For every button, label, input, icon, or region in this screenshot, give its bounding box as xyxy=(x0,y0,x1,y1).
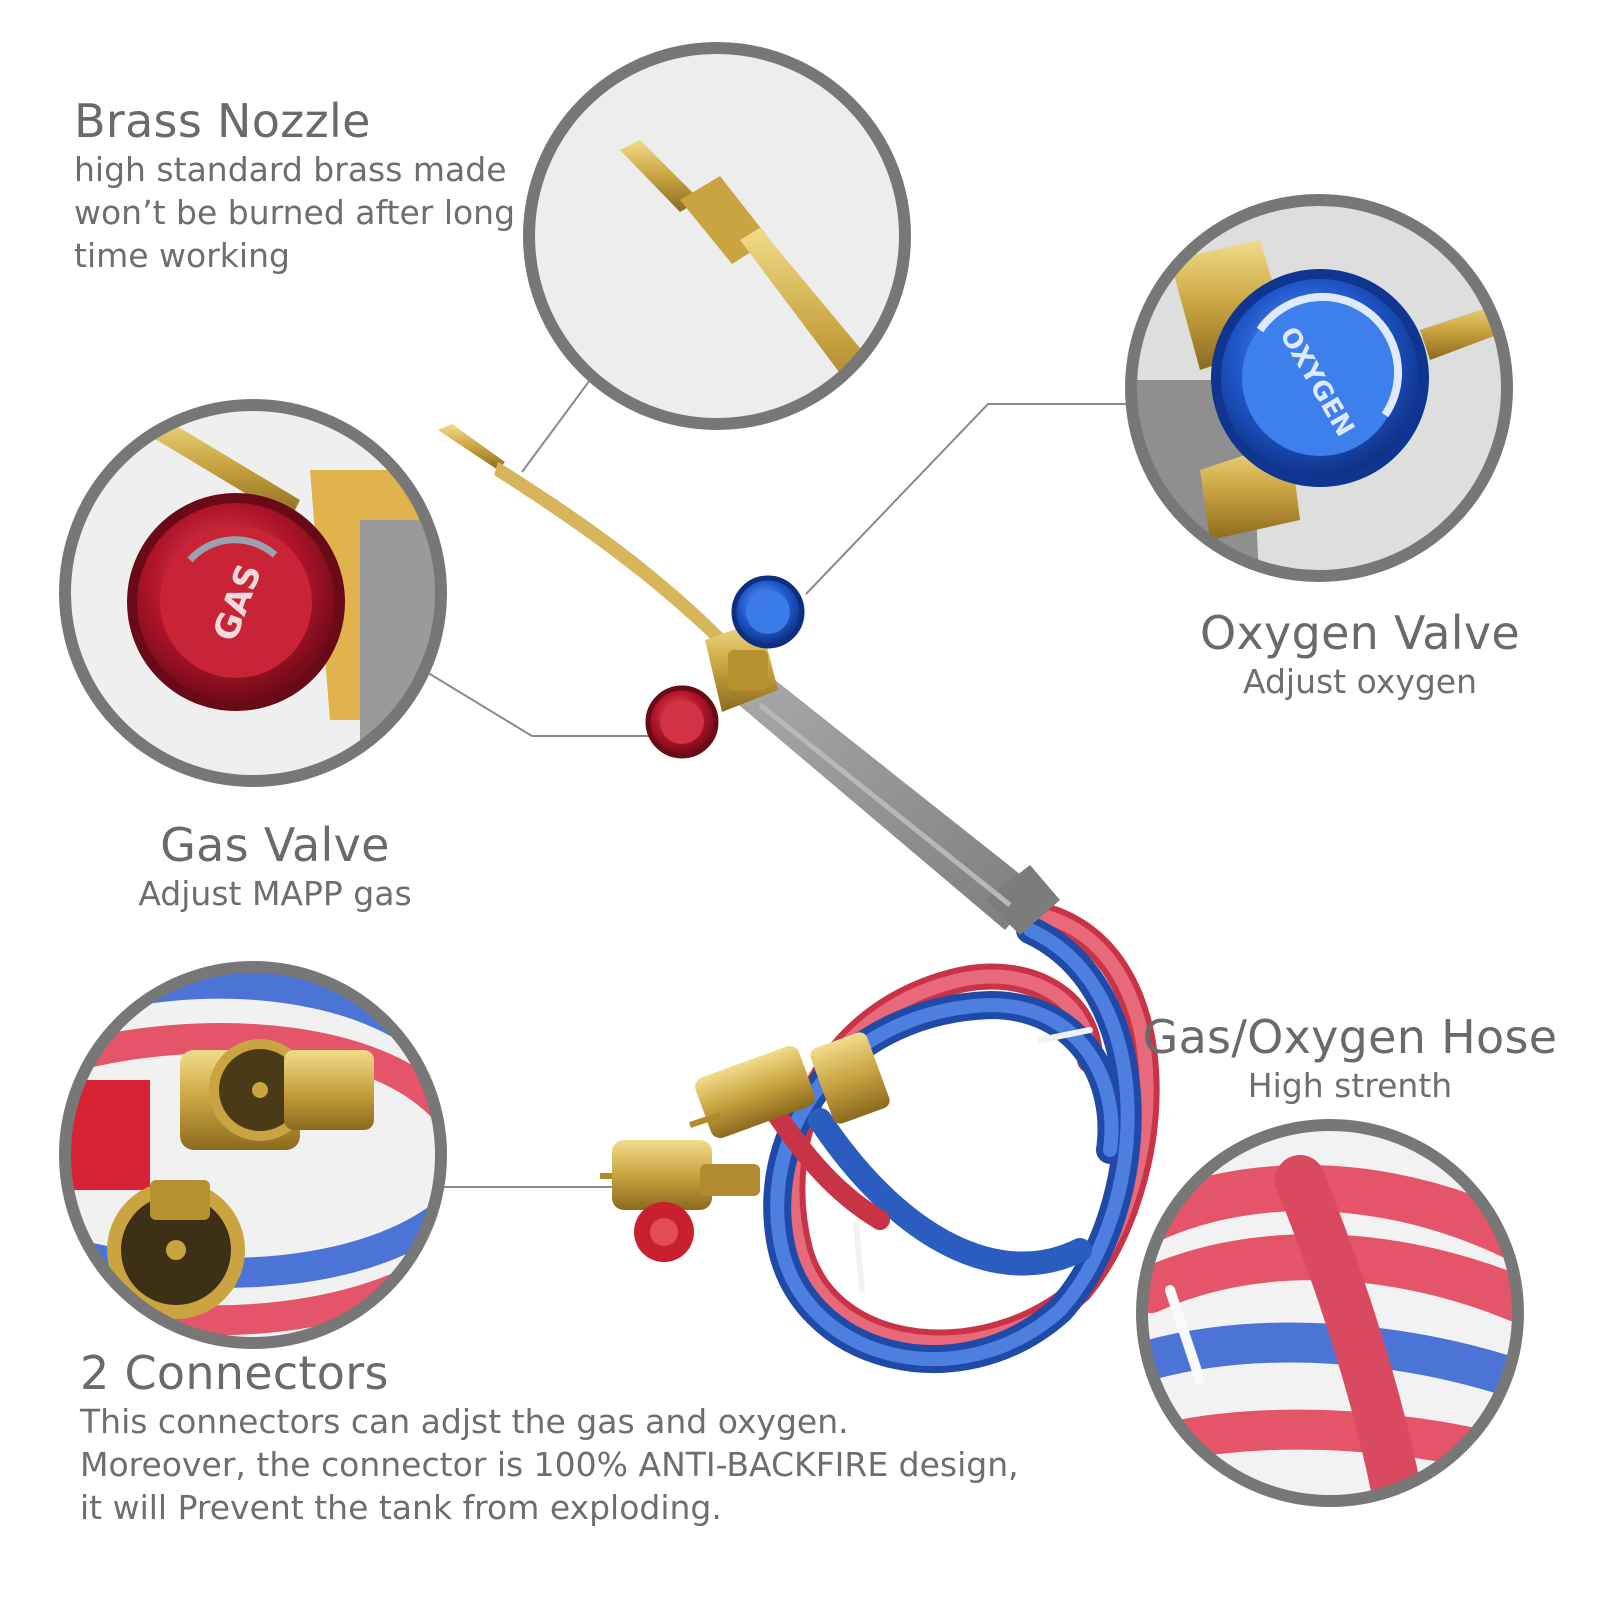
circle-connectors xyxy=(59,961,447,1349)
gas-valve-desc: Adjust MAPP gas xyxy=(138,874,412,913)
connectors-desc-line-2: Moreover, the connector is 100% ANTI-BAC… xyxy=(80,1445,1019,1484)
torch-oxygen-knob xyxy=(731,575,805,649)
torch-handle xyxy=(733,676,1060,935)
caption-connectors: 2 Connectors This connectors can adjst t… xyxy=(80,1346,1080,1529)
torch-main xyxy=(438,424,1160,1374)
circle-brass-nozzle xyxy=(523,42,911,430)
caption-hose: Gas/Oxygen Hose High strenth xyxy=(1130,1010,1570,1107)
circle-gas-valve: GAS xyxy=(59,399,447,787)
caption-oxygen-valve: Oxygen Valve Adjust oxygen xyxy=(1160,606,1560,703)
circle-hose xyxy=(1136,1119,1524,1507)
connectors-desc-line-1: This connectors can adjst the gas and ox… xyxy=(80,1402,849,1441)
gas-valve-title: Gas Valve xyxy=(160,818,390,872)
caption-gas-valve: Gas Valve Adjust MAPP gas xyxy=(90,818,460,915)
caption-brass-nozzle: Brass Nozzle high standard brass made wo… xyxy=(74,94,534,277)
hose-desc: High strenth xyxy=(1247,1066,1453,1105)
brass-nozzle-desc-line-1: high standard brass made xyxy=(74,150,507,189)
connectors-title: 2 Connectors xyxy=(80,1346,389,1400)
brass-nozzle-desc-line-2: won’t be burned after long xyxy=(74,193,516,232)
connectors-desc-line-3: it will Prevent the tank from exploding. xyxy=(80,1488,722,1527)
circle-oxygen-valve: OXYGEN xyxy=(1125,194,1513,582)
torch-gas-knob xyxy=(645,685,719,759)
leader-lines xyxy=(419,379,1150,1188)
oxygen-valve-desc: Adjust oxygen xyxy=(1242,662,1478,701)
hose-title: Gas/Oxygen Hose xyxy=(1142,1010,1558,1064)
oxygen-valve-title: Oxygen Valve xyxy=(1200,606,1520,660)
hose-connectors xyxy=(600,1032,890,1262)
brass-nozzle-title: Brass Nozzle xyxy=(74,94,371,148)
torch-body xyxy=(438,424,778,712)
hose-coil xyxy=(750,902,1160,1374)
brass-nozzle-desc-line-3: time working xyxy=(74,236,290,275)
